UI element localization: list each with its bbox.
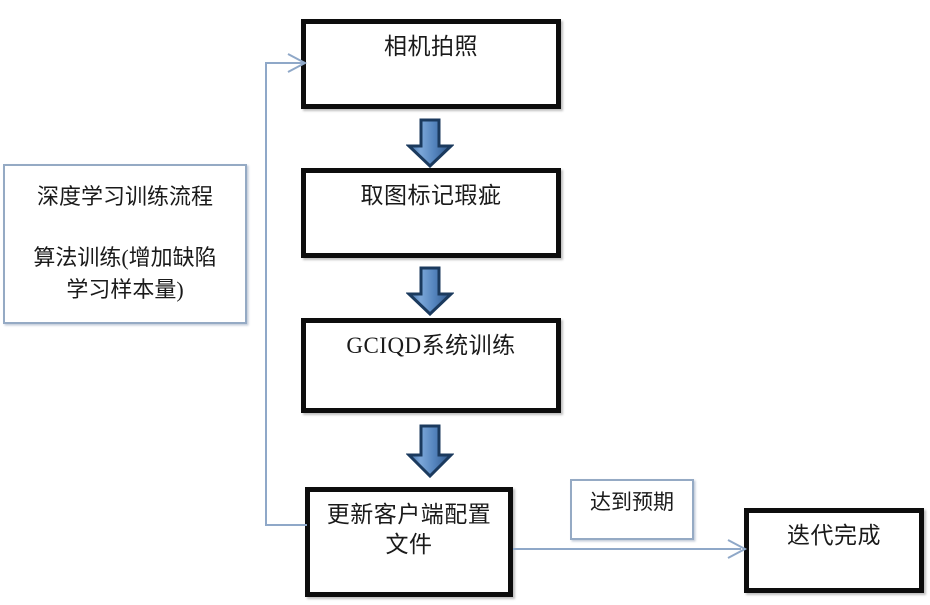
- connector-feedback-top-segment: [265, 62, 303, 64]
- label-expected-text: 达到预期: [590, 490, 674, 514]
- training-description-panel: 深度学习训练流程 算法训练(增加缺陷 学习样本量): [3, 164, 247, 324]
- node-capture[interactable]: 相机拍照: [301, 19, 561, 109]
- node-done[interactable]: 迭代完成: [744, 508, 924, 593]
- panel-line-1: 深度学习训练流程: [36, 184, 213, 209]
- node-annotate[interactable]: 取图标记瑕疵: [301, 168, 561, 258]
- node-update-label: 更新客户端配置 文件: [326, 502, 492, 557]
- node-capture-label: 相机拍照: [384, 34, 478, 59]
- block-arrow-down-capture-to-annotate: [406, 118, 454, 168]
- block-arrow-down-annotate-to-train: [406, 266, 454, 316]
- connector-feedback-bottom-segment: [265, 524, 307, 526]
- node-train[interactable]: GCIQD系统训练: [301, 318, 561, 413]
- node-update[interactable]: 更新客户端配置 文件: [305, 487, 513, 597]
- panel-line-2: 算法训练(增加缺陷 学习样本量): [33, 245, 217, 302]
- node-train-label: GCIQD系统训练: [346, 333, 516, 358]
- node-annotate-label: 取图标记瑕疵: [360, 183, 502, 208]
- node-done-label: 迭代完成: [787, 523, 881, 548]
- label-expected: 达到预期: [570, 479, 694, 540]
- connector-update-to-done-line: [513, 548, 741, 550]
- block-arrow-down-train-to-update: [406, 424, 454, 479]
- connector-feedback-vertical-segment: [265, 62, 267, 526]
- connector-update-to-done-arrowhead: [727, 539, 748, 559]
- connector-feedback-arrowhead: [287, 53, 308, 73]
